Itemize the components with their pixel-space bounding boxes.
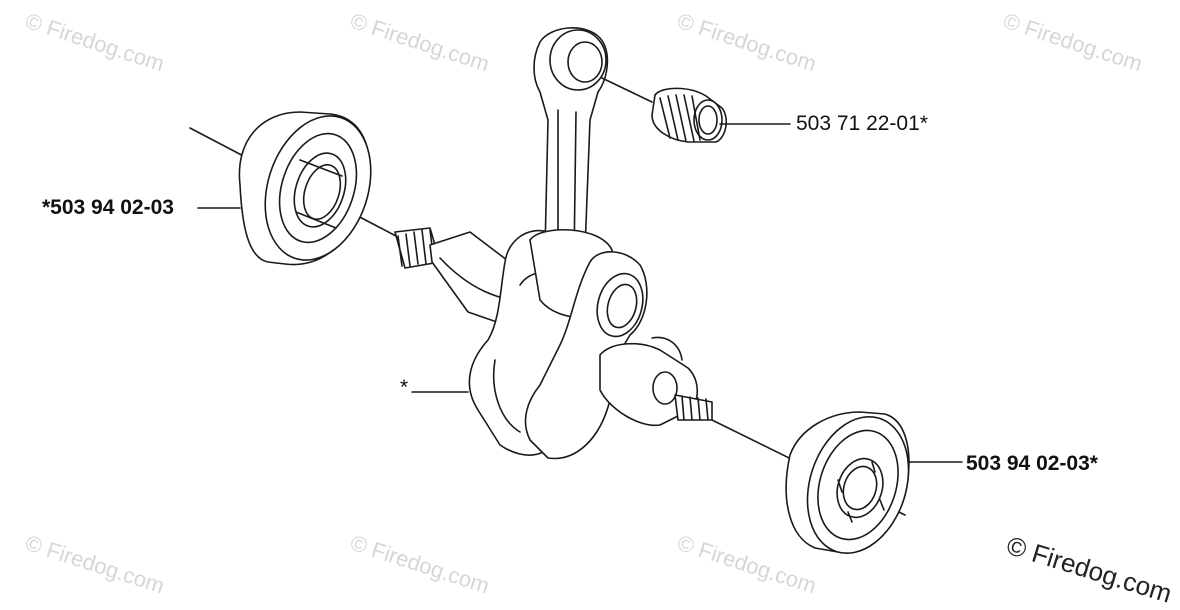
bearing-right-drawing bbox=[785, 411, 910, 555]
bearing-left-drawing bbox=[238, 111, 372, 266]
part-label-needle-bearing[interactable]: 503 71 22-01* bbox=[796, 112, 928, 135]
part-label-bearing-right[interactable]: 503 94 02-03* bbox=[966, 452, 1098, 475]
crankshaft-right-journal bbox=[599, 336, 713, 427]
needle-bearing-drawing bbox=[601, 77, 728, 143]
part-label-crankshaft[interactable]: * bbox=[400, 376, 409, 399]
crank-web-right bbox=[524, 251, 648, 460]
part-label-bearing-left[interactable]: *503 94 02-03 bbox=[42, 196, 174, 219]
